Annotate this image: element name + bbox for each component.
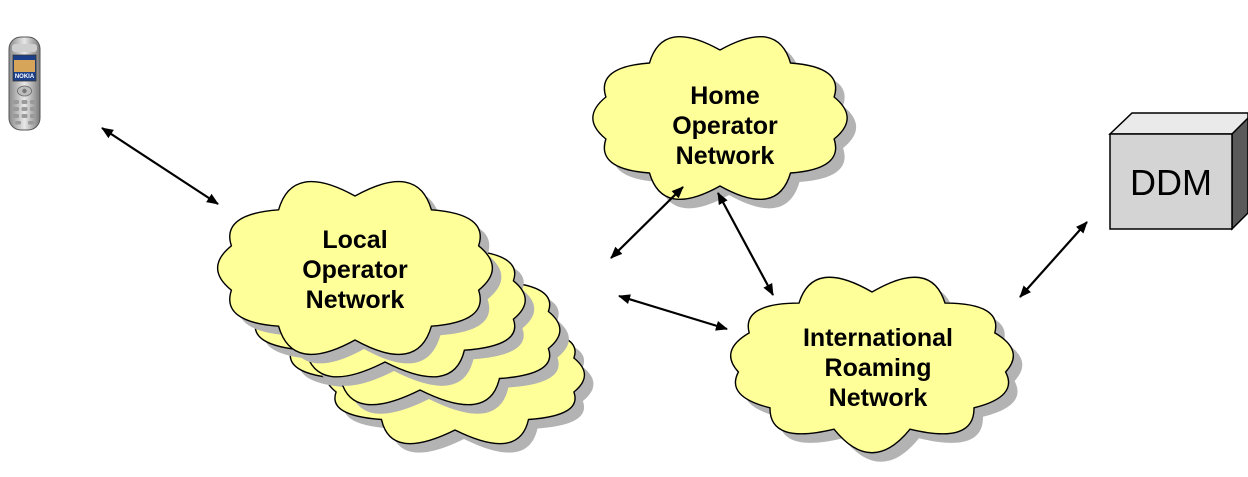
- arrow-international-ddm: [1019, 221, 1088, 298]
- ddm-box-top: [1108, 112, 1248, 135]
- arrow-phone-local: [101, 127, 219, 205]
- phone-brand-label: NOKIA: [15, 74, 35, 80]
- clouds-layer: [216, 35, 1023, 462]
- home-operator-network-label: Home Operator Network: [672, 82, 778, 170]
- arrow-local-home: [610, 186, 684, 259]
- international-roaming-network-cloud: [729, 276, 1023, 462]
- cloud-label-line: Roaming: [825, 354, 932, 382]
- home-operator-network-cloud: [592, 35, 857, 209]
- international-roaming-network-label: International Roaming Network: [803, 324, 953, 412]
- local-operator-network-label: Local Operator Network: [302, 226, 408, 314]
- cloud-label-line: Local: [322, 226, 387, 254]
- international-roaming-network-cloud-shape: [729, 276, 1015, 454]
- cloud-label-line: Network: [306, 286, 405, 314]
- ddm-box: DDM: [1108, 112, 1248, 231]
- cloud-label-line: Home: [690, 82, 760, 110]
- local-operator-network-cloud-shape: [216, 180, 494, 356]
- home-operator-network-cloud-shape: [592, 35, 848, 201]
- cloud-label-line: Network: [676, 142, 775, 170]
- cloud-label-line: Network: [829, 384, 928, 412]
- arrow-local-international: [618, 294, 728, 331]
- cloud-label-line: International: [803, 324, 953, 352]
- ddm-box-front: [1109, 133, 1233, 230]
- local-operator-network-cloud: [216, 180, 502, 364]
- cloud-label-line: Operator: [672, 112, 778, 140]
- ddm-label: DDM: [1130, 162, 1212, 203]
- connections-layer: [101, 127, 1088, 331]
- cloud-label-line: Operator: [302, 256, 408, 284]
- arrow-home-international: [717, 192, 774, 296]
- ddm-box-side: [1231, 116, 1248, 231]
- mobile-phone-icon: NOKIA: [8, 36, 41, 131]
